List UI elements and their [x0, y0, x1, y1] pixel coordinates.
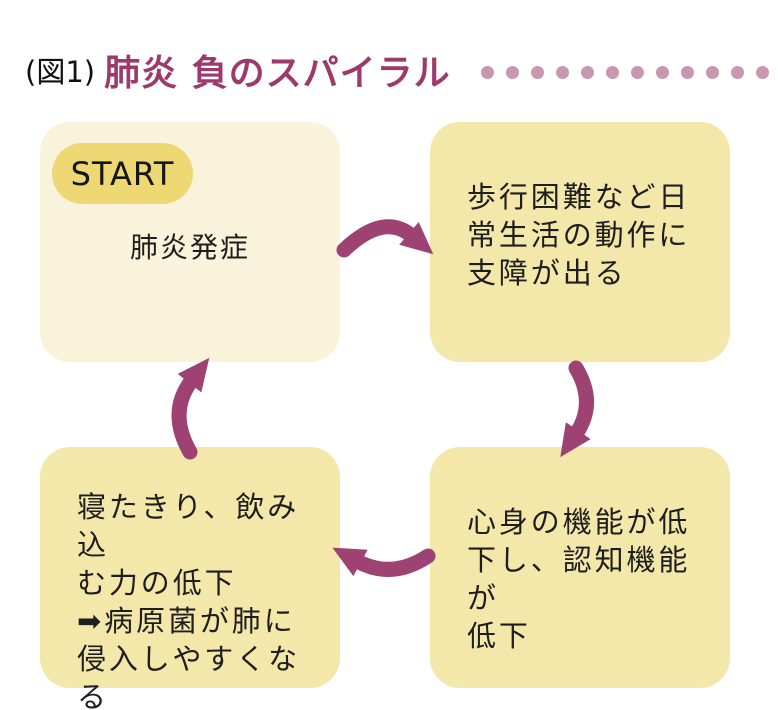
- node-text: 心身の機能が低 下し、認知機能が 低下: [467, 503, 712, 655]
- node-text-line: 下し、認知機能が: [467, 543, 691, 615]
- dot-icon: [655, 65, 669, 79]
- figure-header: (図1) 肺炎 負のスパイラル: [25, 44, 778, 96]
- dot-icon: [605, 65, 619, 79]
- title-dots-decoration: [480, 65, 778, 79]
- dot-icon: [480, 65, 494, 79]
- node-text-line: 支障が出る: [467, 256, 627, 290]
- arrow-top-curve-right-icon: [336, 219, 434, 258]
- node-bedridden-swallowing: 寝たきり、飲み込 む力の低下 ➡病原菌が肺に 侵入しやすくなる: [40, 447, 340, 710]
- figure-title: 肺炎 負のスパイラル: [104, 53, 451, 94]
- dot-icon: [555, 65, 569, 79]
- dot-icon: [705, 65, 719, 79]
- dot-icon: [680, 65, 694, 79]
- node-pneumonia-onset: START 肺炎発症: [40, 122, 340, 362]
- arrow-left-curve-up-icon: [171, 357, 210, 460]
- node-text-line: む力の低下: [77, 566, 237, 600]
- node-text: 寝たきり、飲み込 む力の低下 ➡病原菌が肺に 侵入しやすくなる: [77, 488, 322, 710]
- node-text-line: 心身の機能が低: [467, 505, 691, 539]
- dot-icon: [505, 65, 519, 79]
- node-text-line: 肺炎発症: [129, 231, 250, 264]
- node-cognitive-decline: 心身の機能が低 下し、認知機能が 低下: [430, 447, 730, 688]
- node-text-line: 低下: [467, 619, 531, 653]
- node-text-line: 常生活の動作に: [467, 218, 691, 252]
- dot-icon: [730, 65, 744, 79]
- node-text: 歩行困難など日 常生活の動作に 支障が出る: [467, 178, 712, 292]
- node-text-line: 寝たきり、飲み込: [77, 490, 300, 562]
- node-text-line: ➡病原菌が肺に: [77, 604, 296, 638]
- start-badge: START: [52, 143, 193, 204]
- node-text-line: 侵入しやすくなる: [77, 642, 301, 710]
- arrow-bottom-curve-left-icon: [332, 547, 436, 577]
- figure-label: (図1): [25, 55, 96, 89]
- dot-icon: [755, 65, 769, 79]
- dot-icon: [580, 65, 594, 79]
- node-text-line: 歩行困難など日: [467, 180, 691, 214]
- arrow-right-curve-down-icon: [560, 360, 594, 458]
- dot-icon: [530, 65, 544, 79]
- node-daily-life-impairment: 歩行困難など日 常生活の動作に 支障が出る: [430, 122, 730, 362]
- dot-icon: [630, 65, 644, 79]
